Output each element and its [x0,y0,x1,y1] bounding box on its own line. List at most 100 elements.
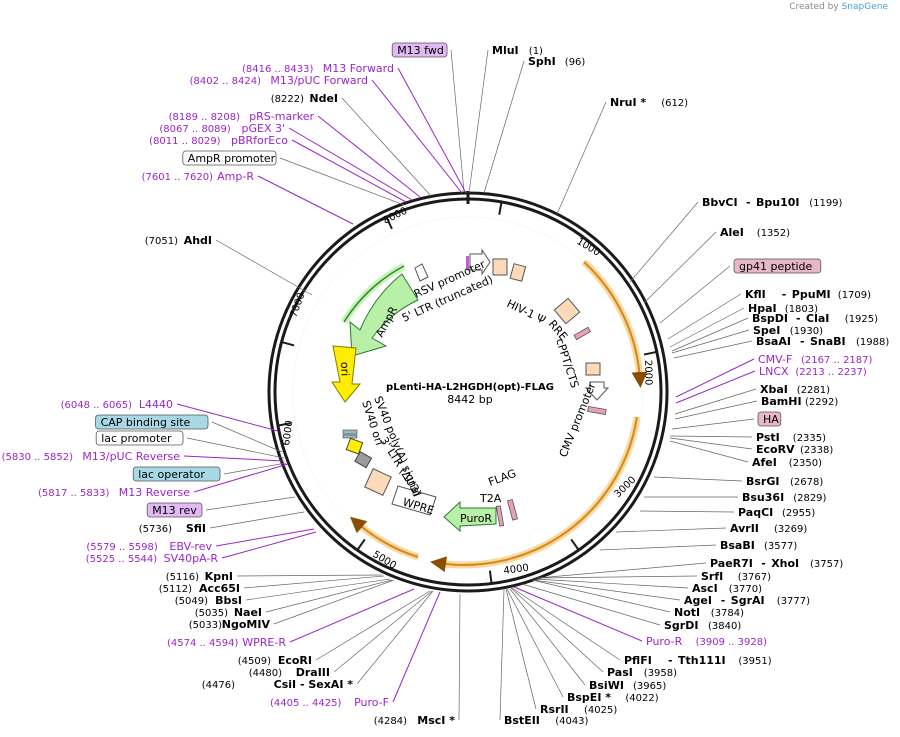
feature-box [95,414,209,430]
enzyme-position: (1709) [838,290,871,301]
primer-label: CMV-F [758,353,792,366]
primer-position: (3909 .. 3928) [696,637,768,648]
ring-tick-label: 7000 [288,291,307,319]
plasmid-size: 8442 bp [447,393,492,406]
primer-position: (8067 .. 8089) [159,124,231,135]
right-site-label: BsrGI(2678) [746,475,823,488]
orange-feature-arc-bottom-left [353,519,420,561]
left-site-label: SV40pA-R(5525 .. 5544) [86,552,219,565]
leader-lines [176,49,758,721]
primer-position: (5579 .. 5598) [86,542,158,553]
primer-label: L4440 [139,398,173,411]
feature-box [146,502,203,518]
left-site-label: pRS-marker (8189 .. 8208) [169,110,315,123]
primer-label: pBRforEco [231,134,288,147]
feature-box-label: M13 fwd [397,44,444,57]
enzyme-name: NgoMIV [222,618,271,631]
enzyme-name: AgeI [684,594,712,607]
leader-line [215,239,313,296]
enzyme-position: (2281) [797,385,830,396]
enzyme-position: (2292) [805,397,838,408]
enzyme-name-secondary: Tth111I [678,654,726,667]
enzyme-name: Bsu36I [742,491,784,504]
puror-label: PuroR [460,512,492,525]
leader-line [468,49,489,194]
leader-line [209,511,305,529]
enzyme-position: (3770) [729,584,762,595]
leader-line [458,593,461,721]
rre-box [553,297,581,325]
left-site-label: EBV-rev(5579 .. 5598) [86,540,212,553]
primer-position: (8416 .. 8433) [242,64,314,75]
leader-line [315,590,431,661]
right-site-label: RsrII(4025) [540,703,617,716]
leader-line [317,115,421,198]
leader-line [510,587,604,673]
leader-line [521,583,661,626]
primer-position: (2213 .. 2237) [795,367,867,378]
right-site-labels: MluI(1)SphI(96)NruI *(612)BbvCI-Bpu10I(1… [492,44,889,727]
left-site-label: M13/pUC Forward (8402 .. 8424) [190,74,368,87]
left-site-label: M13 fwd [391,42,448,58]
leader-line [675,358,755,398]
leader-line [221,531,317,559]
left-site-label: AhdI(7051) [145,234,212,247]
primer-position: (8189 .. 8208) [169,112,241,123]
enzyme-name: BsrGI [746,475,779,488]
ring-tick-label: 6000 [281,420,295,447]
enzyme-name: PflFI [624,654,652,667]
primer-position: (8402 .. 8424) [190,76,262,87]
primer-label: pRS-marker [249,110,314,123]
enzyme-separator: - [746,196,751,209]
enzyme-name: CsiI - SexAI * [274,678,354,691]
enzyme-separator: - [721,594,726,607]
right-site-label: AleI(1352) [720,226,790,239]
left-site-label: BbsI(5049) [175,594,242,607]
enzyme-position: (4022) [625,693,658,704]
leader-line [531,579,671,613]
primer-label: M13/pUC Forward [270,74,368,87]
enzyme-name: PstI [756,431,780,444]
leader-line [673,340,753,359]
primer-position: (4405 .. 4425) [270,698,342,709]
enzyme-position: (3840) [708,621,741,632]
leader-line [273,579,395,625]
enzyme-position: (2955) [782,508,815,519]
hiv-psi-box-2 [509,263,527,282]
primer-label: Puro-R [646,635,683,648]
enzyme-name-secondary: SnaBI [810,335,846,348]
hiv-psi-box-1 [492,258,508,276]
primer-position: (4574 .. 4594) [167,638,239,649]
enzyme-name-secondary: XhoI [771,557,799,570]
enzyme-name: NdeI [309,92,338,105]
feature-box-label: lac promoter [101,432,172,445]
enzyme-position: (1352) [757,228,790,239]
small-marker-1 [342,429,358,435]
puror-arrow [443,500,497,533]
enzyme-name: BsaAI [756,335,791,348]
orange-feature-arc-top-right-core [583,261,648,388]
right-site-label: LNCX (2213 .. 2237) [759,365,867,378]
enzyme-name: Acc65I [199,582,240,595]
enzyme-name-secondary: SgrAI [731,594,765,607]
right-site-label: PflFI-Tth111I(3951) [624,654,772,667]
right-site-label: BspDI-ClaI(1925) [752,312,878,325]
ring-tick-label: 8000 [381,206,409,227]
t2a-marker [495,505,505,527]
left-site-label: M13 rev [146,502,203,518]
primer-label: LNCX [759,365,789,378]
enzyme-position: (4284) [374,716,407,727]
right-site-label: NotI(3784) [674,606,744,619]
right-site-label: PasI(3958) [607,666,677,679]
primer-position: (6048 .. 6065) [61,400,133,411]
right-site-label: XbaI(2281) [760,383,830,396]
right-site-label: BamHI(2292) [761,395,838,408]
left-site-label: MscI *(4284) [374,714,455,727]
feature-box [132,466,221,482]
enzyme-position: (5736) [139,524,172,535]
enzyme-position: (1199) [809,198,842,209]
snapgene-logo-text: SnapGene [841,2,888,12]
enzyme-name: NotI [674,606,700,619]
enzyme-name: BsiWI [589,679,624,692]
